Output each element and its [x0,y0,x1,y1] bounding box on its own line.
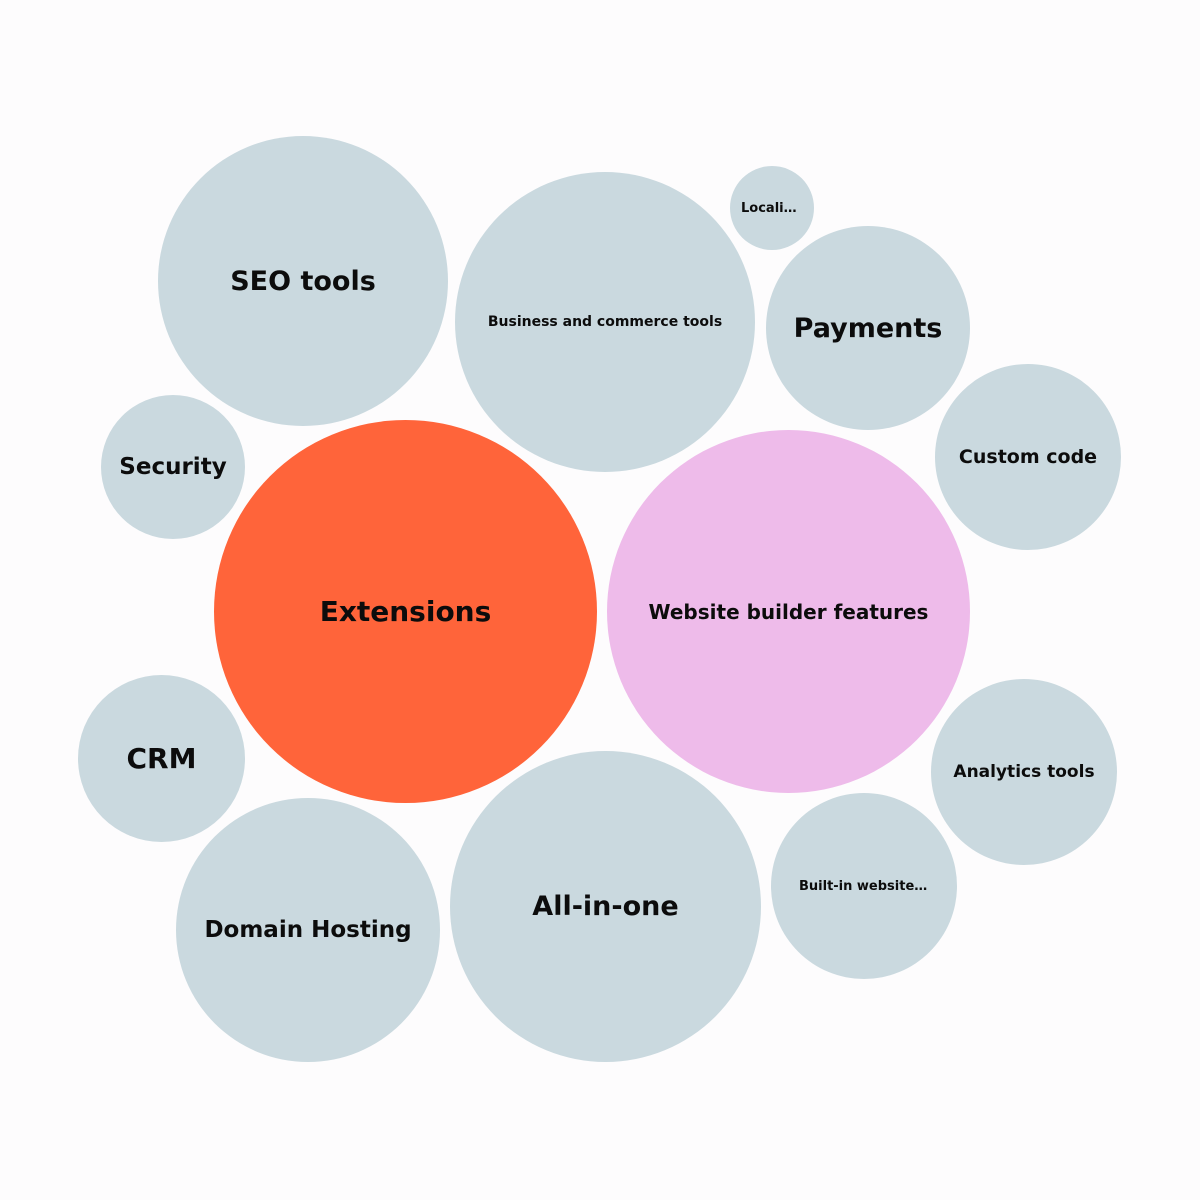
bubble-label: Website builder features [648,599,929,624]
bubble-extensions[interactable]: Extensions [214,420,597,803]
bubble-label: Payments [793,312,943,344]
bubble-website-builder-features[interactable]: Website builder features [607,430,970,793]
bubble-label: All-in-one [532,891,679,922]
bubble-analytics-tools[interactable]: Analytics tools [931,679,1117,865]
bubble-label: Extensions [319,595,492,628]
bubble-seo-tools[interactable]: SEO tools [158,136,448,426]
bubble-custom-code[interactable]: Custom code [935,364,1121,550]
bubble-label: Analytics tools [953,762,1095,782]
bubble-business-commerce-tools[interactable]: Business and commerce tools [455,172,755,472]
bubble-security[interactable]: Security [101,395,245,539]
bubble-all-in-one[interactable]: All-in-one [450,751,761,1062]
bubble-label: Custom code [958,446,1098,468]
bubble-label: Localiz... [741,200,803,216]
bubble-label: CRM [126,742,197,775]
bubble-localization[interactable]: Localiz... [730,166,814,250]
bubble-payments[interactable]: Payments [766,226,970,430]
bubble-label: SEO tools [230,265,376,297]
bubble-crm[interactable]: CRM [78,675,245,842]
bubble-label: Built-in website e... [799,878,929,894]
bubble-label: Domain Hosting [204,917,412,943]
bubble-domain-hosting[interactable]: Domain Hosting [176,798,440,1062]
bubble-built-in-website[interactable]: Built-in website e... [771,793,957,979]
bubble-label: Business and commerce tools [487,314,723,330]
bubble-label: Security [119,454,227,480]
